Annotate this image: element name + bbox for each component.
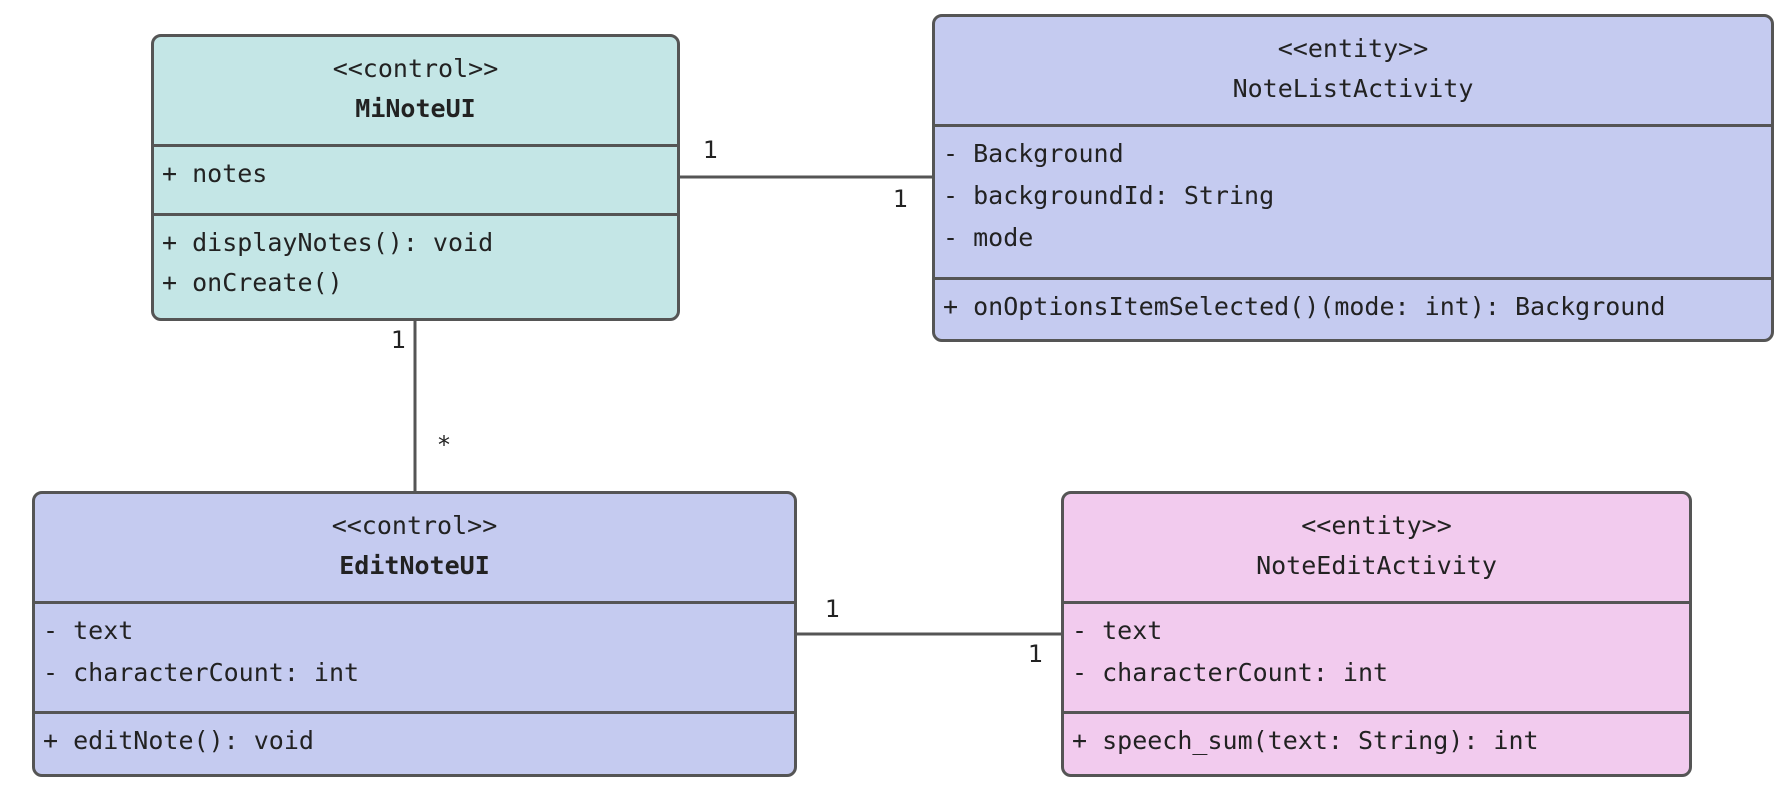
class-stereotype: <<entity>> bbox=[1277, 34, 1429, 63]
attribute: - backgroundId: String bbox=[943, 181, 1275, 210]
class-header: <<control>> MiNoteUI bbox=[154, 37, 677, 147]
class-notelistactivity[interactable]: <<entity>> NoteListActivity - Background… bbox=[932, 14, 1774, 342]
class-name: EditNoteUI bbox=[339, 551, 490, 580]
class-stereotype: <<control>> bbox=[332, 54, 499, 83]
operations-section: + displayNotes(): void + onCreate() bbox=[154, 216, 677, 304]
class-name: NoteEditActivity bbox=[1256, 551, 1497, 580]
attribute: - mode bbox=[943, 223, 1034, 252]
attribute: + notes bbox=[162, 159, 268, 188]
attributes-section: - text - characterCount: int bbox=[35, 604, 794, 714]
class-noteeditactivity[interactable]: <<entity>> NoteEditActivity - text - cha… bbox=[1061, 491, 1692, 777]
multiplicity-minoteui-to-editnote: 1 bbox=[391, 326, 407, 354]
operation: + editNote(): void bbox=[43, 726, 314, 755]
multiplicity-editnote-to-noteedit: 1 bbox=[825, 595, 841, 623]
multiplicity-noteedit-from-editnote: 1 bbox=[1028, 640, 1044, 668]
attribute: - text bbox=[43, 616, 134, 645]
attributes-section: - text - characterCount: int bbox=[1064, 604, 1689, 714]
operations-section: + editNote(): void bbox=[35, 714, 794, 762]
class-header: <<entity>> NoteListActivity bbox=[935, 17, 1771, 127]
class-minoteui[interactable]: <<control>> MiNoteUI + notes + displayNo… bbox=[151, 34, 680, 321]
attribute: - Background bbox=[943, 139, 1124, 168]
operations-section: + speech_sum(text: String): int bbox=[1064, 714, 1689, 762]
multiplicity-minoteui-to-notelist: 1 bbox=[703, 136, 719, 164]
class-header: <<control>> EditNoteUI bbox=[35, 494, 794, 604]
attributes-section: - Background - backgroundId: String - mo… bbox=[935, 127, 1771, 280]
operation: + onCreate() bbox=[162, 268, 343, 297]
operation: + displayNotes(): void bbox=[162, 228, 494, 257]
class-editnoteui[interactable]: <<control>> EditNoteUI - text - characte… bbox=[32, 491, 797, 777]
operations-section: + onOptionsItemSelected()(mode: int): Ba… bbox=[935, 280, 1771, 328]
attribute: - characterCount: int bbox=[43, 658, 360, 687]
class-stereotype: <<entity>> bbox=[1301, 511, 1452, 540]
operation: + speech_sum(text: String): int bbox=[1072, 726, 1539, 755]
attribute: - characterCount: int bbox=[1072, 658, 1389, 687]
class-stereotype: <<control>> bbox=[331, 511, 498, 540]
attributes-section: + notes bbox=[154, 147, 677, 216]
multiplicity-notelist-from-minoteui: 1 bbox=[893, 185, 909, 213]
operation: + onOptionsItemSelected()(mode: int): Ba… bbox=[943, 292, 1666, 321]
class-header: <<entity>> NoteEditActivity bbox=[1064, 494, 1689, 604]
multiplicity-editnote-from-minoteui: * bbox=[438, 431, 450, 459]
attribute: - text bbox=[1072, 616, 1163, 645]
class-name: NoteListActivity bbox=[1232, 74, 1474, 103]
class-name: MiNoteUI bbox=[355, 94, 476, 123]
